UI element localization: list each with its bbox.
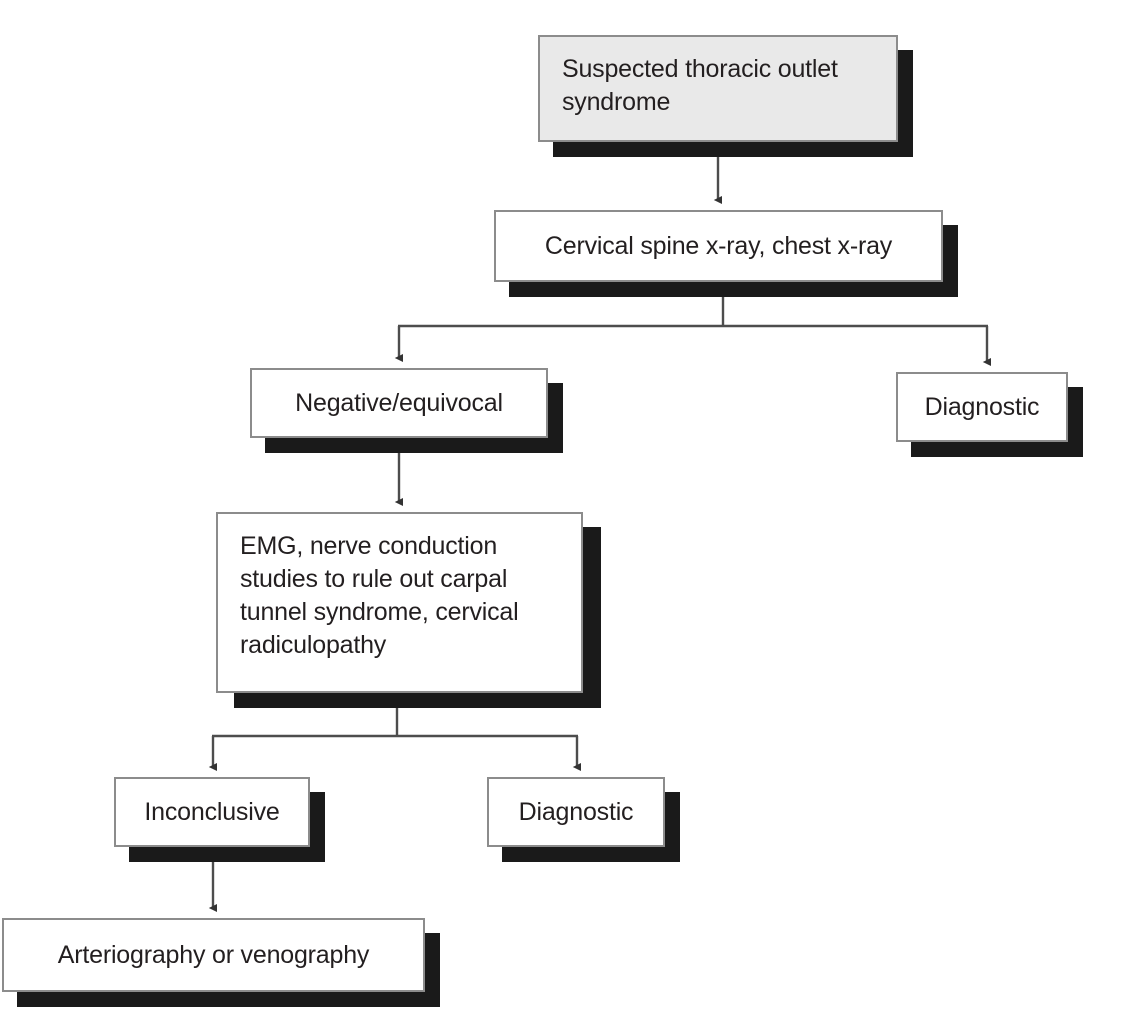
node-cervical-spine-xray[interactable]: Cervical spine x-ray, chest x-ray [494,210,943,282]
node-inconclusive[interactable]: Inconclusive [114,777,310,847]
node-label-suspected-tos: Suspected thoracic outlet syndrome [562,55,838,116]
node-arteriography-venography[interactable]: Arteriography or venography [2,918,425,992]
node-diagnostic-lower[interactable]: Diagnostic [487,777,665,847]
node-label-diagnostic-upper: Diagnostic [924,392,1040,421]
node-suspected-tos[interactable]: Suspected thoracic outlet syndrome [538,35,898,142]
node-label-negative-equivocal: Negative/equivocal [295,388,503,417]
node-label-cervical-spine-xray: Cervical spine x-ray, chest x-ray [544,231,893,260]
node-negative-equivocal[interactable]: Negative/equivocal [250,368,548,438]
node-label-inconclusive: Inconclusive [144,797,280,826]
node-label-diagnostic-lower: Diagnostic [518,797,634,826]
node-emg-nerve-conduction[interactable]: EMG, nerve conduction studies to rule ou… [216,512,583,693]
node-label-arteriography-venography: Arteriography or venography [57,940,370,969]
node-label-emg-nerve-conduction: EMG, nerve conduction studies to rule ou… [240,532,519,659]
node-diagnostic-upper[interactable]: Diagnostic [896,372,1068,442]
